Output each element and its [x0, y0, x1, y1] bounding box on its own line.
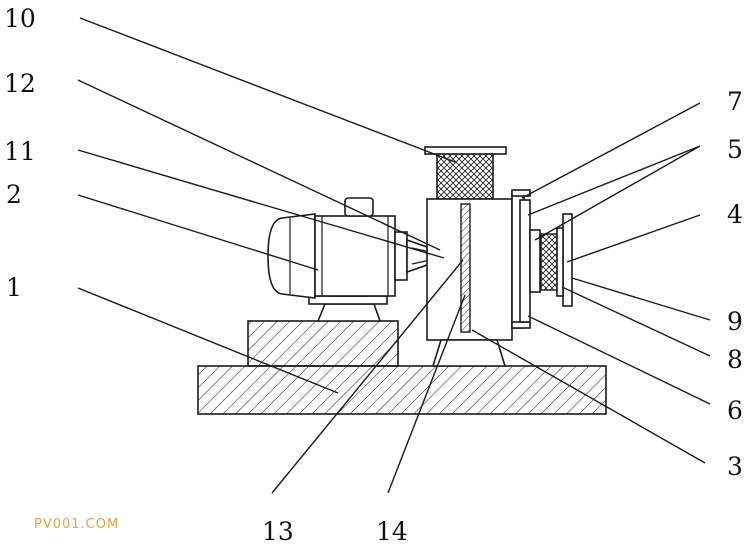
label-6: 6 — [727, 396, 743, 425]
label-12: 12 — [4, 69, 36, 98]
label-14: 14 — [376, 517, 408, 546]
label-11: 11 — [4, 137, 36, 166]
pump-support — [431, 339, 507, 367]
inlet-pipe — [436, 152, 494, 200]
motor-mount — [316, 303, 382, 322]
motor — [267, 197, 431, 299]
base-plate — [197, 365, 607, 415]
flange-5-inner — [529, 229, 541, 293]
flange-5-outer — [519, 199, 531, 323]
label-1: 1 — [6, 273, 22, 302]
motor-pedestal — [247, 320, 399, 367]
label-7: 7 — [727, 87, 743, 116]
impeller — [460, 203, 471, 333]
cover-block — [556, 227, 564, 297]
label-2: 2 — [6, 180, 22, 209]
label-3: 3 — [727, 452, 743, 481]
leader-lines — [77, 17, 711, 494]
label-13: 13 — [262, 517, 294, 546]
label-10: 10 — [4, 4, 36, 33]
label-5: 5 — [727, 135, 743, 164]
label-8: 8 — [727, 345, 743, 374]
watermark: PV001.COM — [34, 517, 119, 532]
motor-foot-plate — [308, 295, 388, 305]
inlet-flange — [424, 146, 507, 155]
label-4: 4 — [727, 200, 743, 229]
label-9: 9 — [727, 307, 743, 336]
